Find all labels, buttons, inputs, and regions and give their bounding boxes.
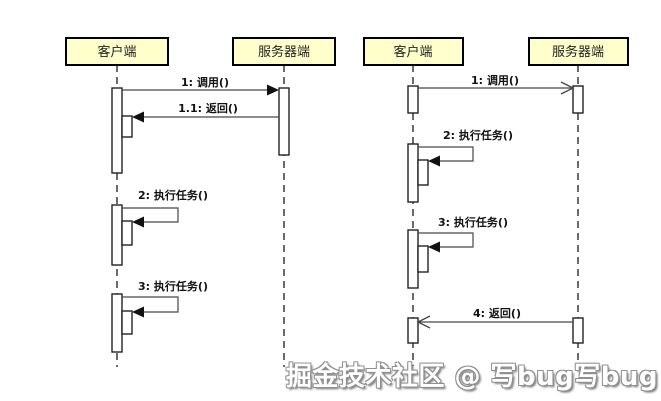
right-message-self-2-path <box>418 146 474 162</box>
left-message-call-label: 1: 调用() <box>181 75 229 89</box>
filled-arrowhead-icon <box>267 84 279 96</box>
right-message-return: 4: 返回() <box>416 306 573 329</box>
left-client-activation-3 <box>111 293 123 353</box>
left-client-nested-activation-1 <box>121 115 133 138</box>
right-client-nested-activation-3 <box>417 245 429 273</box>
left-client-actor-box <box>65 37 169 66</box>
right-server-actor-label: 服务器端 <box>552 44 604 60</box>
right-message-self-3: 3: 执行任务() <box>418 215 508 253</box>
left-message-return: 1.1: 返回() <box>132 101 279 123</box>
left-server-activation-1 <box>278 87 290 156</box>
filled-arrowhead-icon <box>132 306 144 318</box>
filled-arrowhead-icon <box>132 216 144 228</box>
right-server-activation-1 <box>572 85 584 114</box>
right-message-self-2-label: 2: 执行任务() <box>443 128 513 142</box>
right-message-self-2: 2: 执行任务() <box>418 128 513 167</box>
left-message-self-3-path <box>122 296 179 313</box>
right-client-activation-3 <box>407 229 419 289</box>
left-message-self-3: 3: 执行任务() <box>122 279 208 318</box>
left-message-self-2: 2: 执行任务() <box>122 188 208 228</box>
right-message-self-3-label: 3: 执行任务() <box>438 215 508 229</box>
right-client-activation-4 <box>407 317 419 344</box>
right-message-call: 1: 调用() <box>418 73 575 95</box>
right-message-return-label: 4: 返回() <box>473 306 521 320</box>
filled-arrowhead-icon <box>428 155 440 167</box>
right-server-actor-box <box>528 37 629 66</box>
right-client-nested-activation-2 <box>417 159 429 186</box>
left-message-return-label: 1.1: 返回() <box>178 101 238 115</box>
right-client-actor-box <box>363 37 464 66</box>
right-client-activation-2 <box>407 143 419 203</box>
left-message-self-2-label: 2: 执行任务() <box>138 188 208 202</box>
right-client-actor-label: 客户端 <box>393 44 432 60</box>
left-server-actor-box <box>232 37 336 66</box>
left-client-activation-2 <box>111 204 123 266</box>
left-client-actor-label: 客户端 <box>97 44 136 60</box>
left-server-actor-label: 服务器端 <box>258 44 310 60</box>
right-message-self-3-path <box>418 232 474 248</box>
left-message-call: 1: 调用() <box>122 75 279 96</box>
right-client-activation-1 <box>407 85 419 114</box>
watermark: 掘金技术社区 @ 写bug写bug <box>285 362 658 392</box>
right-server-activation-4 <box>572 317 584 344</box>
open-arrowhead-icon <box>416 315 431 329</box>
left-client-nested-activation-3 <box>121 310 133 335</box>
left-client-nested-activation-2 <box>121 220 133 246</box>
open-arrowhead-icon <box>560 81 575 95</box>
filled-arrowhead-icon <box>428 241 440 253</box>
filled-arrowhead-icon <box>132 111 144 123</box>
right-diagram: 客户端 服务器端 1: 调用() 2: 执行任务() <box>363 37 629 366</box>
left-diagram: 客户端 服务器端 1: 调用() 1.1: 返回() <box>65 37 336 367</box>
right-message-call-label: 1: 调用() <box>471 73 519 87</box>
left-message-self-3-label: 3: 执行任务() <box>138 279 208 293</box>
left-client-activation-1 <box>111 87 123 174</box>
left-message-self-2-path <box>122 207 179 223</box>
